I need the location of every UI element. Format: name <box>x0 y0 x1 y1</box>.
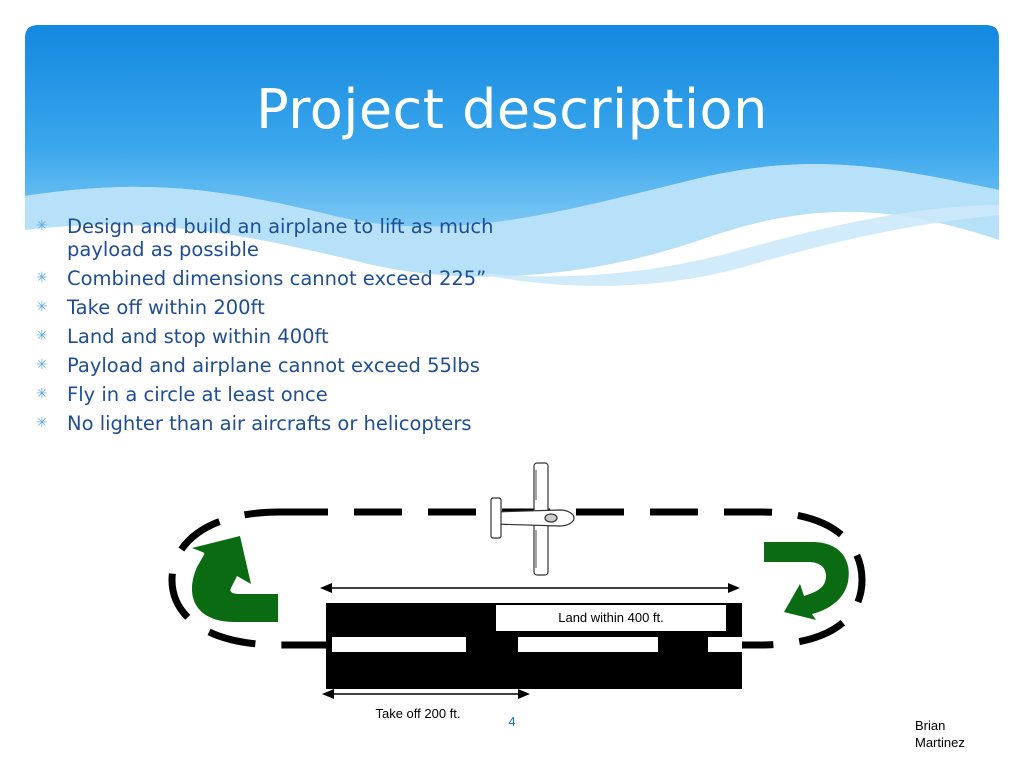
author-last-name: Martinez <box>915 735 965 750</box>
runway-centerline-dash <box>332 637 466 652</box>
bullet-item: ✳ Payload and airplane cannot exceed 55lb… <box>36 354 506 377</box>
airplane-icon <box>490 462 575 576</box>
left-turn-arrow-icon <box>191 536 278 622</box>
bullet-item: ✳ Land and stop within 400ft <box>36 325 506 348</box>
asterisk-bullet-icon: ✳ <box>36 328 48 344</box>
arrowhead-right-icon <box>518 689 530 699</box>
bullet-text: Fly in a circle at least once <box>67 383 328 406</box>
asterisk-bullet-icon: ✳ <box>36 415 48 431</box>
bullet-item: ✳ Take off within 200ft <box>36 296 506 319</box>
flight-path-dashed-track <box>168 508 866 649</box>
bullet-text: Design and build an airplane to lift as … <box>67 215 494 261</box>
bullet-text: No lighter than air aircrafts or helicop… <box>67 412 472 435</box>
arrowhead-left-icon <box>322 689 334 699</box>
asterisk-bullet-icon: ✳ <box>36 270 48 286</box>
land-distance-label: Land within 400 ft. <box>558 610 664 625</box>
header-banner <box>25 25 999 286</box>
asterisk-bullet-icon: ✳ <box>36 218 48 234</box>
bullet-text: Combined dimensions cannot exceed 225” <box>67 267 487 290</box>
asterisk-bullet-icon: ✳ <box>36 386 48 402</box>
wave-layer-lighter <box>470 205 999 286</box>
arrowhead-right-icon <box>728 583 740 593</box>
asterisk-bullet-icon: ✳ <box>36 299 48 315</box>
slide-title: Project description <box>256 78 768 141</box>
runway-centerline-dash <box>708 637 742 652</box>
author-name: Brian Martinez <box>915 717 1005 751</box>
author-first-name: Brian <box>915 718 946 733</box>
bullet-text: Payload and airplane cannot exceed 55lbs <box>67 354 480 377</box>
bullet-item: ✳ No lighter than air aircrafts or helico… <box>36 412 506 435</box>
takeoff-distance-label: Take off 200 ft. <box>375 706 461 721</box>
bullet-text: Take off within 200ft <box>67 296 265 319</box>
land-label-box <box>496 605 726 631</box>
bullet-item: ✳ Fly in a circle at least once <box>36 383 506 406</box>
runway-centerline-dash <box>518 637 658 652</box>
asterisk-bullet-icon: ✳ <box>36 357 48 373</box>
arrowhead-left-icon <box>320 583 332 593</box>
bullet-text: Land and stop within 400ft <box>67 325 329 348</box>
bullet-item: ✳ Combined dimensions cannot exceed 225” <box>36 267 506 290</box>
header-background <box>25 25 999 227</box>
bullet-item: ✳ Design and build an airplane to lift as… <box>36 215 506 261</box>
right-turn-arrow-icon <box>764 542 849 620</box>
wave-layer-light <box>25 164 999 277</box>
bullet-list: ✳ Design and build an airplane to lift as… <box>36 215 506 441</box>
page-number: 4 <box>508 714 516 729</box>
